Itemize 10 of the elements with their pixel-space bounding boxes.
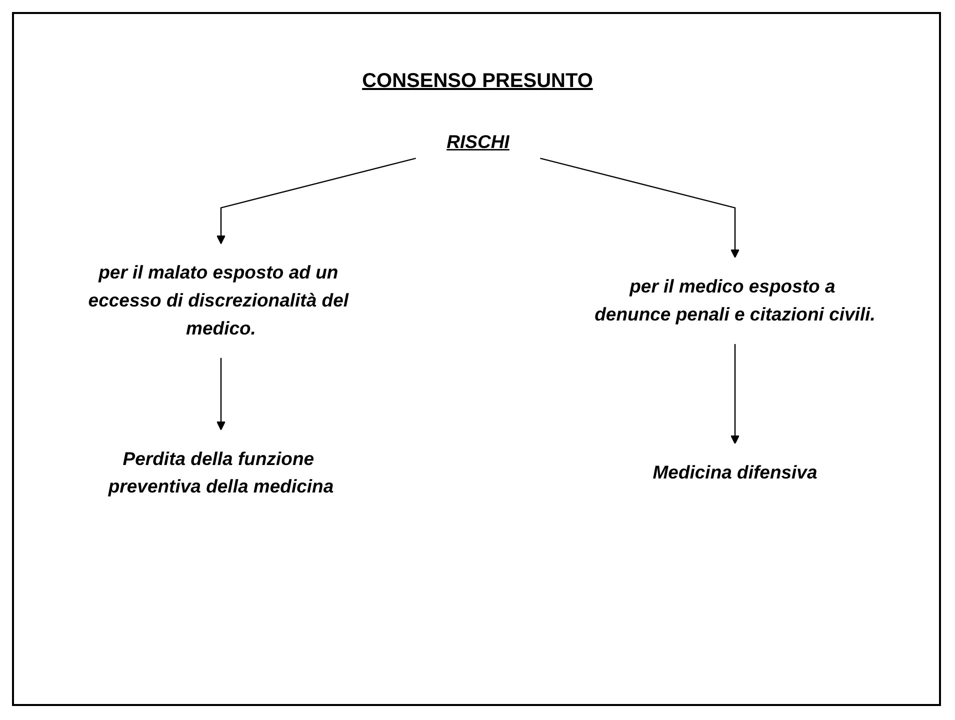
arrow bbox=[540, 158, 740, 258]
node-text: Perdita della funzione preventiva della medicina bbox=[108, 448, 334, 497]
arrow bbox=[216, 358, 226, 430]
node-text: per il malato esposto ad un eccesso di discrezionalità del medico. bbox=[88, 262, 348, 338]
arrow bbox=[216, 158, 416, 244]
node-text: Medicina difensiva bbox=[652, 462, 817, 483]
node-text: per il medico esposto a denunce penali e citazioni civili. bbox=[594, 276, 875, 324]
node-text: RISCHI bbox=[446, 132, 509, 152]
title: CONSENSO PRESUNTO bbox=[362, 70, 593, 92]
arrow bbox=[730, 344, 740, 444]
